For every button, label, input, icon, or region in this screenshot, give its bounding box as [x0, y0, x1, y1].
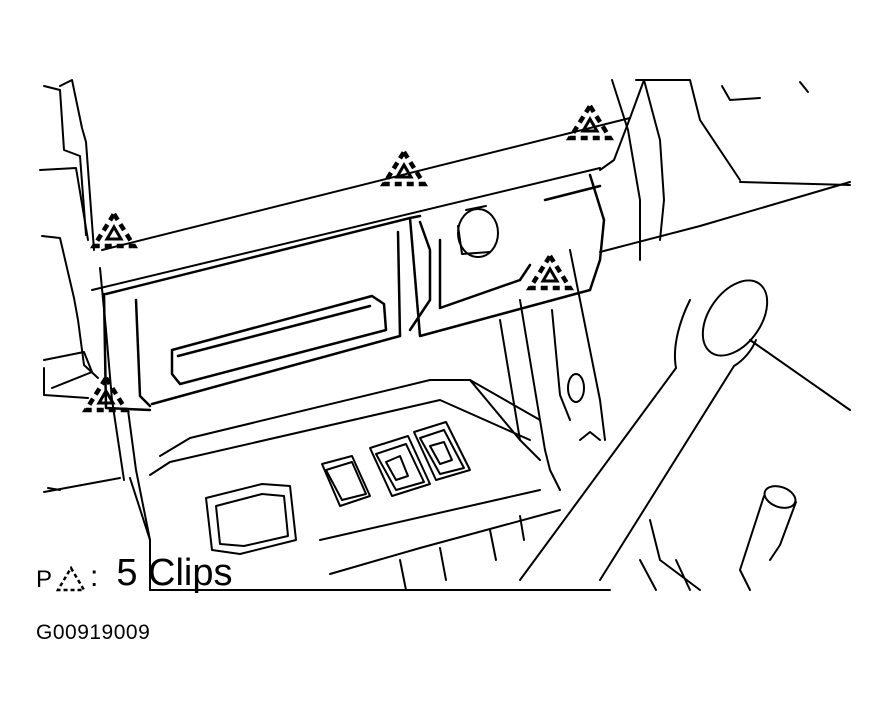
upper-trim-panel	[91, 79, 645, 291]
clip-marker-right-lower	[530, 256, 570, 288]
lower-trim-panel	[102, 173, 606, 412]
legend-separator: :	[90, 560, 99, 593]
figure-id: G00919009	[36, 621, 151, 644]
rotary-knob	[457, 205, 499, 258]
lower-console	[205, 483, 561, 591]
clip-marker-left-upper	[94, 214, 134, 246]
left-dash-pillar	[39, 79, 151, 541]
center-stack-trim	[43, 299, 561, 591]
legend-prefix: P	[36, 566, 53, 593]
clip-marker-top-right	[570, 106, 610, 138]
parking-brake-handle	[639, 485, 797, 591]
legend-clip-count: 5 Clips	[116, 552, 233, 594]
shift-lever	[519, 279, 851, 581]
switch-bank	[321, 421, 471, 507]
dashed-triangle-clip-icon	[56, 566, 87, 592]
clip-marker-top-center	[384, 152, 424, 184]
clip-legend: P : 5 Clips	[36, 548, 233, 592]
right-dash-area	[551, 79, 851, 441]
